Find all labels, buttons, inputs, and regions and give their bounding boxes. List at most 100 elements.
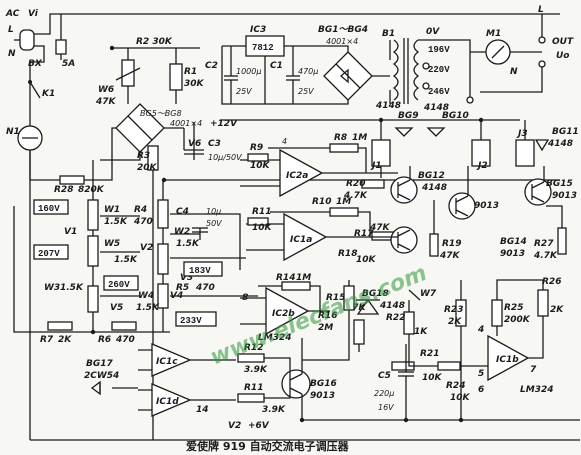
r12-label: R12 <box>244 343 263 353</box>
setpoint-183v: 183V <box>189 266 211 276</box>
r22-value: 1K <box>414 327 428 337</box>
junction-dots <box>90 45 484 423</box>
w4-label: W4 <box>138 291 154 301</box>
c4-label: C4 <box>176 207 189 217</box>
w7-label: W7 <box>420 289 437 299</box>
setpoint-233v: 233V <box>180 316 202 326</box>
r25-label: R25 <box>504 303 523 313</box>
output-n-label: N <box>510 67 518 77</box>
v1-label: V1 <box>64 227 77 237</box>
w3-value: 1.5K <box>60 283 84 293</box>
ic2a-label: IC2a <box>286 171 308 181</box>
r16-label: R16 <box>318 311 337 321</box>
ic3-part: 7812 <box>252 43 274 53</box>
setpoint-160v: 160V <box>38 204 60 214</box>
r2-label: R2 30K <box>136 37 173 47</box>
comparator-ic2 <box>240 143 395 336</box>
bg14-label: BG14 <box>500 237 527 247</box>
setpoint-207v-box <box>33 244 69 260</box>
r13-pin-label: 8 <box>242 293 248 303</box>
relay-drivers <box>220 119 567 257</box>
bg11-part: 4148 <box>547 139 573 149</box>
neon-n1-label: N1 <box>6 127 20 137</box>
r11b-label: R11 <box>244 383 263 393</box>
input-n-label: N <box>8 49 16 59</box>
w1-value: 1.5K <box>104 217 128 227</box>
r11-label: R11 <box>252 207 271 217</box>
bg15-label: BG15 <box>546 179 573 189</box>
r23-label: R23 <box>444 305 463 315</box>
tap-220v: 220V <box>428 65 450 75</box>
ic3-label: IC3 <box>250 25 266 35</box>
power-supply <box>221 35 474 105</box>
c2-value: 1000μ <box>236 67 261 76</box>
c3-label: C3 <box>208 139 221 149</box>
r4-value: 470 <box>133 217 153 227</box>
r16-value: 2M <box>318 323 333 333</box>
r24-value: 10K <box>450 393 471 403</box>
r13-value: 3.9K <box>244 365 268 375</box>
setpoint-207v: 207V <box>38 249 60 259</box>
r14-label: R14 <box>276 273 295 283</box>
c5-rating: 16V <box>378 403 394 412</box>
r19-value: 47K <box>439 251 461 261</box>
r20-label: R20 <box>346 179 365 189</box>
ic1b-label: IC1b <box>496 355 519 365</box>
rail-0v-label: 0V <box>426 27 440 37</box>
ic2a-pin-4: 4 <box>282 137 287 146</box>
r21-value: 10K <box>422 373 443 383</box>
r3-label: R3 <box>137 151 150 161</box>
lm324-a-label: LM324 <box>258 333 291 343</box>
b1-label: B1 <box>382 29 395 39</box>
rail-6v-label: +6V <box>248 421 270 431</box>
r22-label: R22 <box>386 313 405 323</box>
r8-label: R8 <box>334 133 347 143</box>
relay-j3-label: J3 <box>516 129 528 139</box>
relay-j2-label: J2 <box>476 161 488 171</box>
r19-label: R19 <box>442 239 461 249</box>
ic1c-label: IC1c <box>156 357 178 367</box>
r9-label: R9 <box>250 143 263 153</box>
r1-value: 30K <box>184 79 205 89</box>
r28-label: R28 <box>54 185 73 195</box>
r8-value: 1M <box>352 133 367 143</box>
c4-rating: 50V <box>206 219 222 228</box>
output-out-label: OUT <box>552 37 574 47</box>
output-uo-label: Uo <box>556 51 570 61</box>
bg10-diode-label: 4148 <box>423 103 449 113</box>
setpoint-160v-box <box>33 199 69 215</box>
bg9-label: BG9 <box>398 111 419 121</box>
timer-ic1 <box>30 279 580 441</box>
input-ac-label: AC <box>5 9 20 19</box>
sampling-network <box>13 47 560 440</box>
r5-label: R5 <box>176 283 189 293</box>
c5-label: C5 <box>378 371 391 381</box>
bg9-diode-label: 4148 <box>375 101 401 111</box>
r27-label: R27 <box>534 239 554 249</box>
ic1d-label: IC1d <box>156 397 179 407</box>
r10-label: R10 <box>312 197 331 207</box>
tap-196v: 196V <box>428 45 450 55</box>
c5-value: 220μ <box>374 389 394 398</box>
bg17-part: 2CW54 <box>84 371 119 381</box>
c1-label: C1 <box>270 61 283 71</box>
output-section <box>470 14 546 93</box>
bg12-part: 4148 <box>421 183 447 193</box>
fuse-rating-label: 5A <box>62 59 75 69</box>
ic1a-label: IC1a <box>290 235 312 245</box>
w6-label: W6 <box>98 85 114 95</box>
w2-value: 1.5K <box>176 239 200 249</box>
c3-value: 10μ/50V <box>208 153 242 162</box>
v5-label: V5 <box>110 303 123 313</box>
diagram-caption: 爱使牌 919 自动交流电子调压器 <box>186 439 350 453</box>
bg18-label: BG18 <box>362 289 389 299</box>
ic2b-label: IC2b <box>272 309 295 319</box>
fuse-bx-label: BX <box>28 59 43 69</box>
w5-value: 1.5K <box>114 255 138 265</box>
c1-value: 470μ <box>298 67 318 76</box>
input-vi-label: Vi <box>28 9 39 19</box>
w4-value: 1.5K <box>136 303 160 313</box>
bg14-part: 9013 <box>500 249 525 259</box>
output-l-label: L <box>538 5 544 15</box>
